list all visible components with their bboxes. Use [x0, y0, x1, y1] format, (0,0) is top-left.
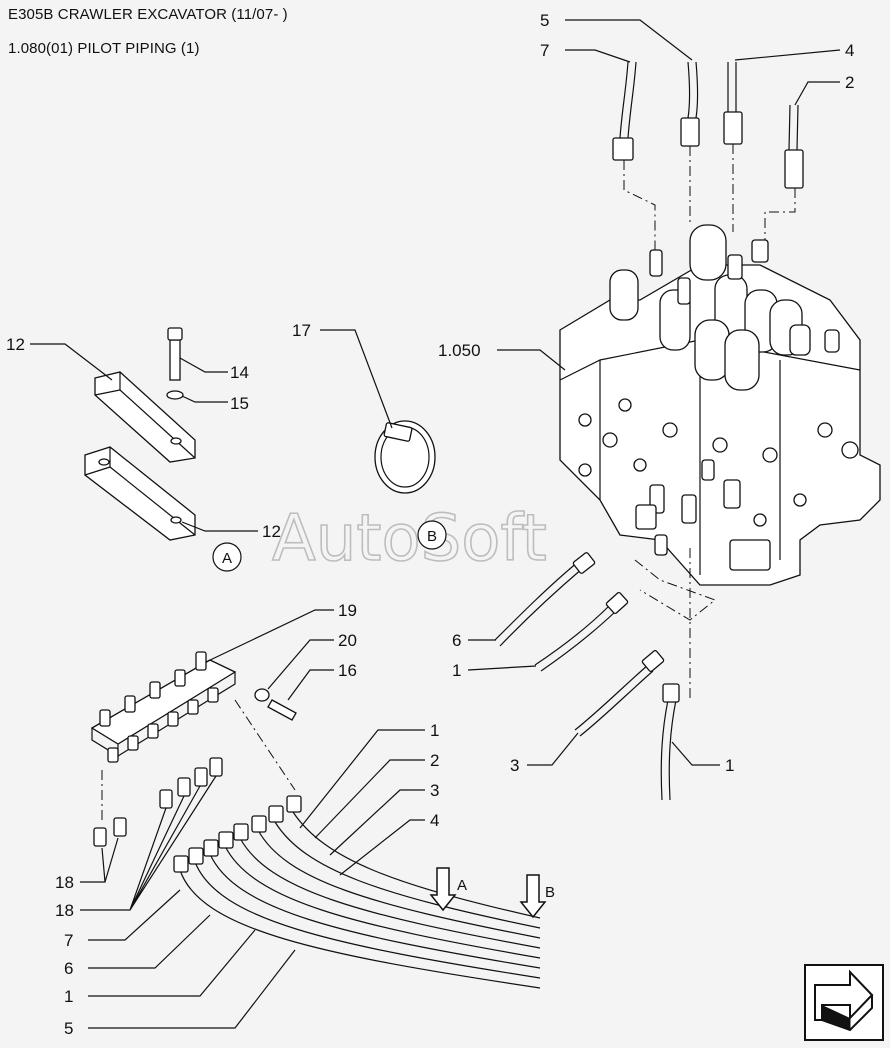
- watermark: AutoSoft: [272, 502, 547, 576]
- view-marker-b: B: [417, 520, 447, 550]
- callout-4-lower: 4: [430, 811, 439, 830]
- callout-1-right: 1: [725, 756, 734, 775]
- callout-1-middle: 1: [452, 661, 461, 680]
- callout-4-top: 4: [845, 41, 854, 60]
- section-title: 1.080(01) PILOT PIPING (1): [8, 40, 200, 57]
- callout-19: 19: [338, 601, 357, 620]
- document-title: E305B CRAWLER EXCAVATOR (11/07- ): [8, 6, 288, 23]
- callout-1-bottom: 1: [64, 987, 73, 1006]
- flow-arrow-b-label: B: [545, 884, 555, 901]
- svg-text:B: B: [427, 528, 437, 545]
- clamp-assembly-a: [84, 327, 196, 541]
- svg-text:A: A: [222, 550, 232, 567]
- view-marker-a: A: [212, 542, 242, 572]
- callout-1050: 1.050: [438, 341, 481, 360]
- callout-12-top: 12: [6, 335, 25, 354]
- callout-6-lower: 6: [64, 959, 73, 978]
- leader-lines: [30, 19, 841, 1029]
- pipe-bracket-assembly: [90, 651, 297, 820]
- callout-16: 16: [338, 661, 357, 680]
- cable-tie-b: [374, 420, 436, 494]
- callout-14: 14: [230, 363, 249, 382]
- callout-labels: 5 7 4 2 17 12 14 15 12 1.050 6 1 3 1 19 …: [6, 11, 854, 1038]
- flow-arrow-a: A: [429, 867, 467, 912]
- top-hoses: [612, 61, 804, 250]
- callout-18-a: 18: [55, 873, 74, 892]
- control-valve-assembly: [559, 224, 881, 586]
- callout-15: 15: [230, 394, 249, 413]
- middle-hoses: [494, 548, 717, 801]
- callout-6-middle: 6: [452, 631, 461, 650]
- callout-3-lower: 3: [430, 781, 439, 800]
- hose-bundle: [173, 795, 541, 989]
- callout-3-middle: 3: [510, 756, 519, 775]
- flow-arrow-b: B: [519, 874, 555, 919]
- callout-12-bottom: 12: [262, 522, 281, 541]
- callout-7-top: 7: [540, 41, 549, 60]
- fittings-18: [93, 757, 223, 847]
- callout-17: 17: [292, 321, 311, 340]
- callout-20: 20: [338, 631, 357, 650]
- callout-18-b: 18: [55, 901, 74, 920]
- callout-1-lower: 1: [430, 721, 439, 740]
- callout-2-top: 2: [845, 73, 854, 92]
- callout-5-top: 5: [540, 11, 549, 30]
- callout-2-lower: 2: [430, 751, 439, 770]
- callout-7-lower: 7: [64, 931, 73, 950]
- callout-5-bottom: 5: [64, 1019, 73, 1038]
- flow-arrow-a-label: A: [457, 877, 467, 894]
- next-page-arrow-icon[interactable]: [804, 964, 884, 1041]
